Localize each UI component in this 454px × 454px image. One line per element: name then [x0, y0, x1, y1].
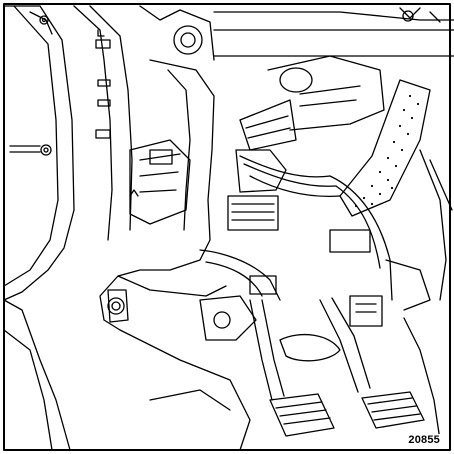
floor-contour: [119, 329, 251, 451]
pedal-bracket: [99, 59, 279, 331]
clutch-pedal: [249, 299, 335, 437]
outer-frame: [3, 3, 451, 451]
protective-sleeve: [339, 79, 431, 217]
floor-contour-inner: [149, 389, 231, 411]
dashboard-frame: [73, 5, 454, 241]
a-pillar-panel: [3, 5, 75, 451]
figure-reference-number: 20855: [406, 434, 442, 446]
connector-block: [199, 229, 431, 341]
wiring-harness: [199, 149, 453, 301]
brake-pedal: [279, 297, 441, 441]
steering-column: [235, 55, 385, 193]
